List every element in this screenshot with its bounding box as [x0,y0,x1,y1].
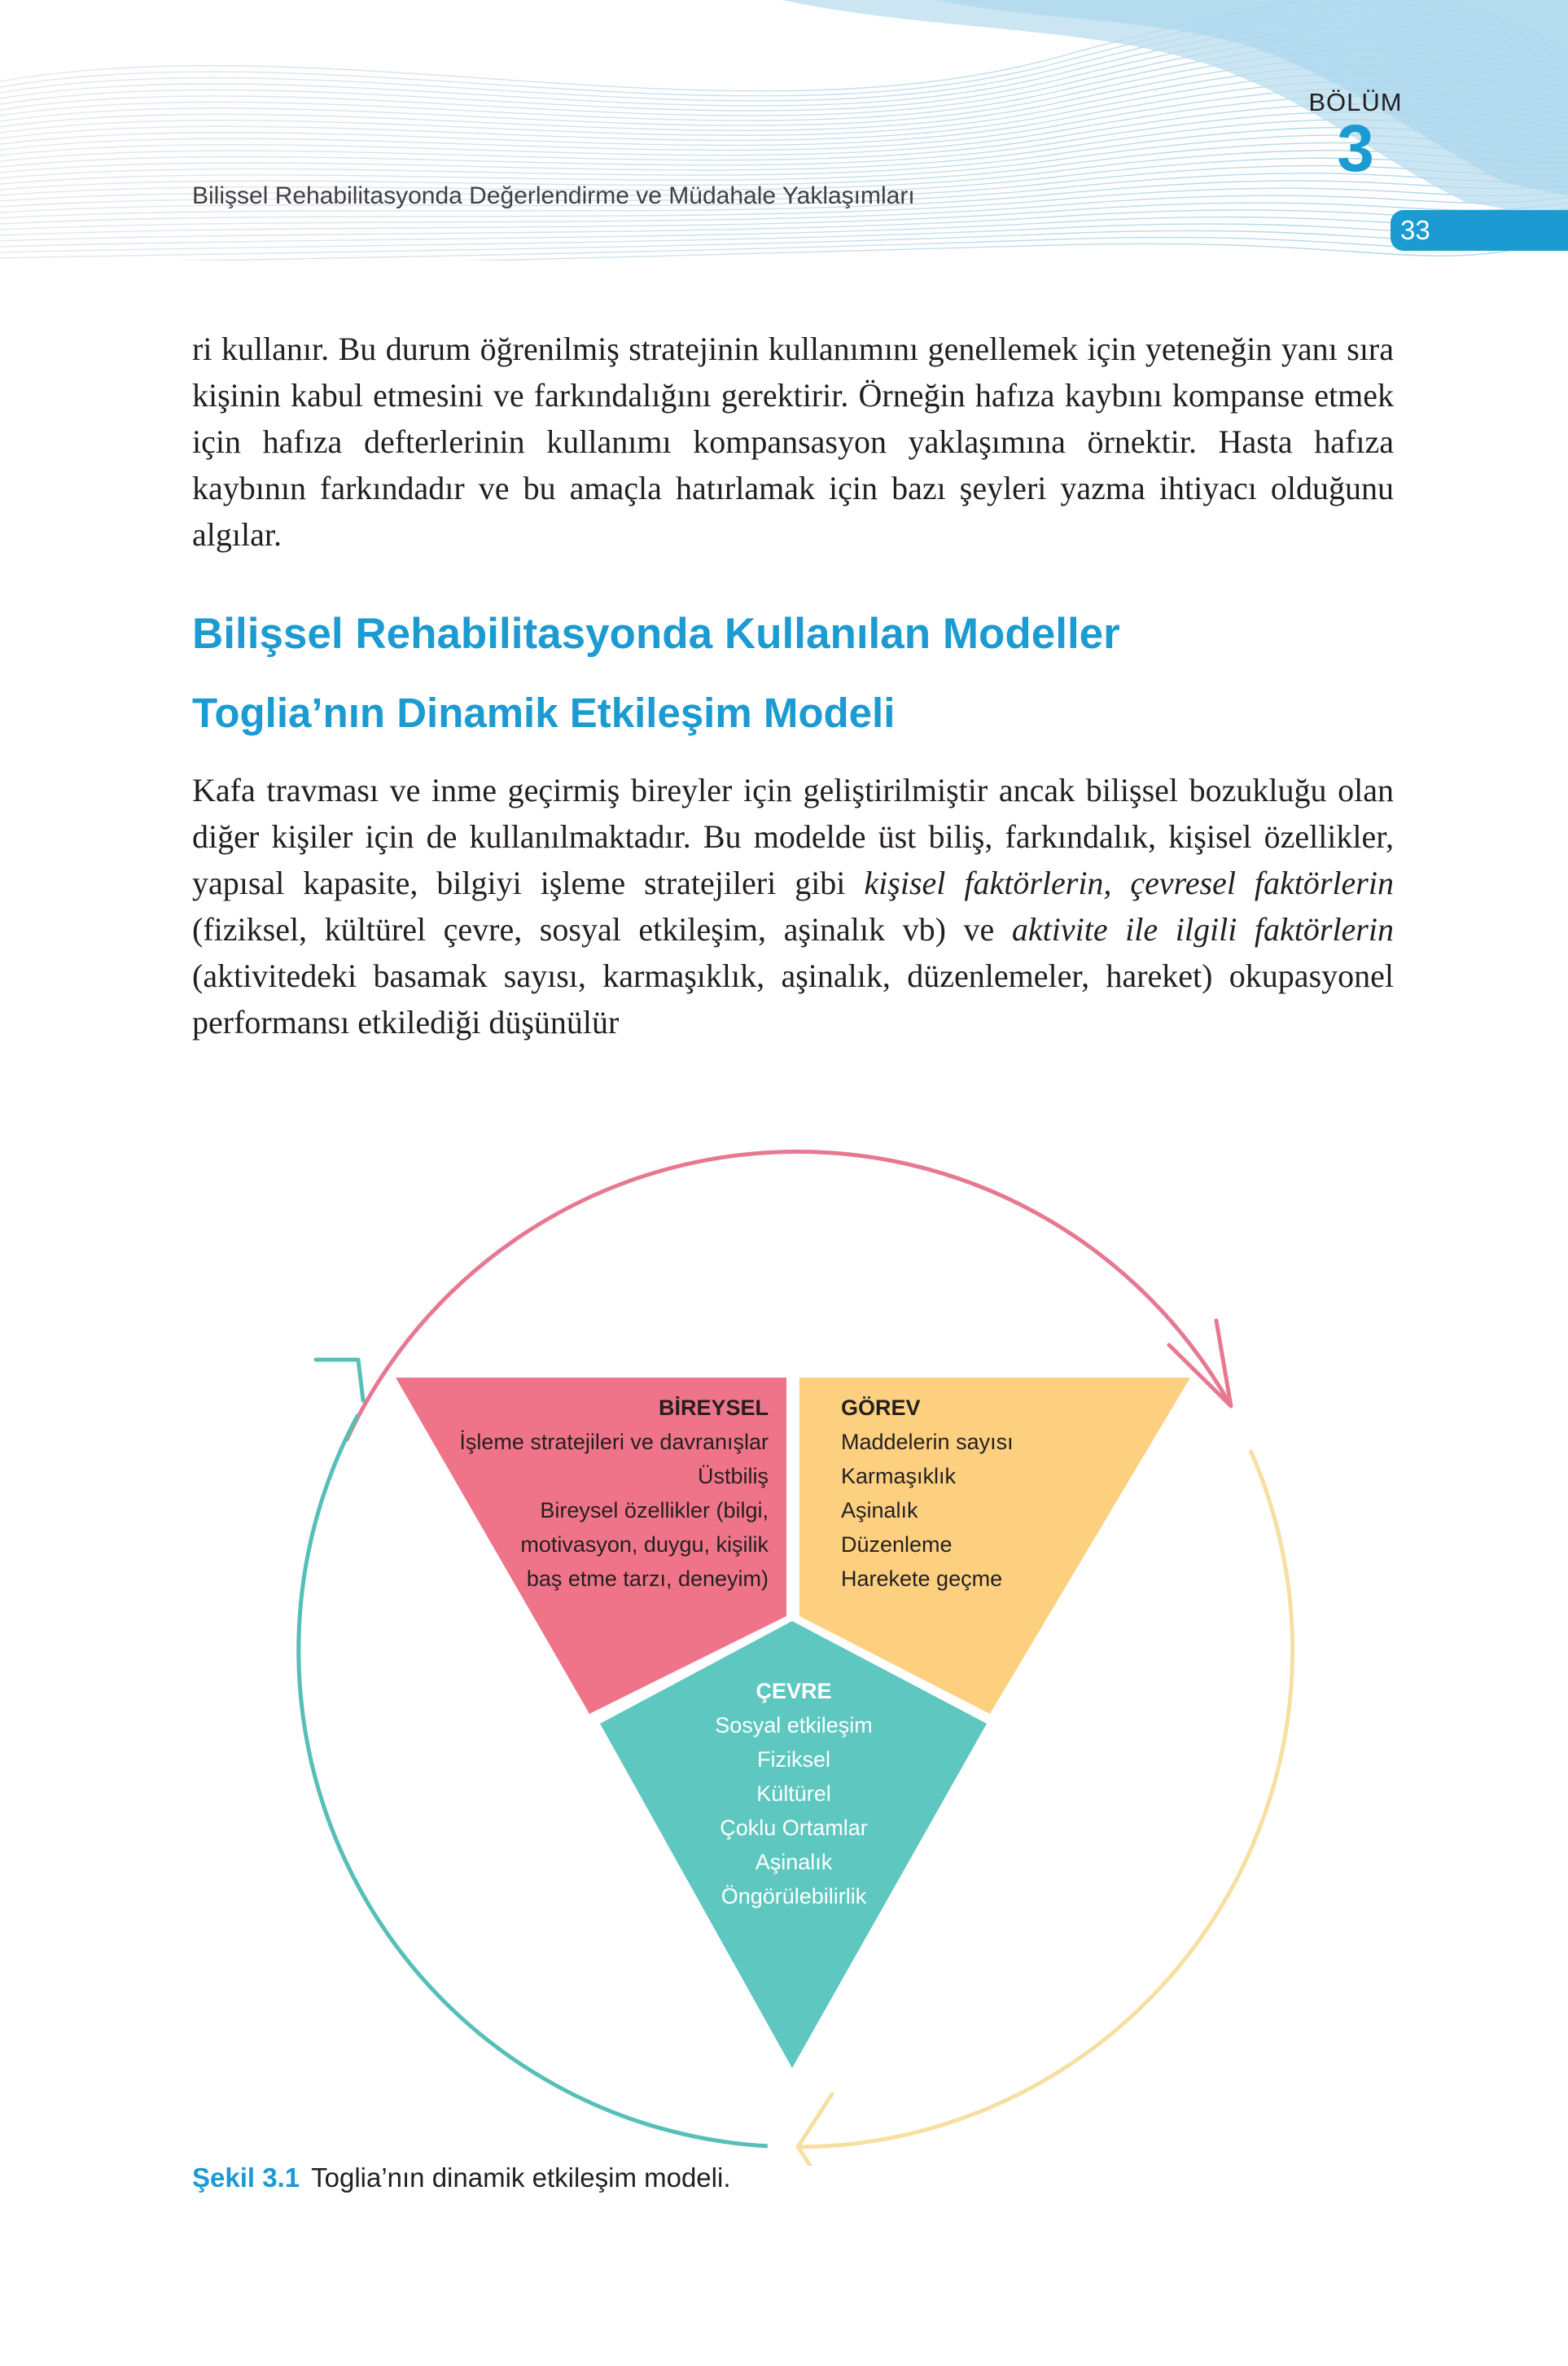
bireysel-item: Üstbiliş [697,1464,769,1488]
header-wave-line [0,180,1568,219]
cevre-item: Aşinalık [755,1850,833,1874]
cycle-arc-teal [296,1413,769,2149]
bireysel-item: motivasyon, duygu, kişilik [520,1532,769,1557]
cycle-arrowhead-yellow [795,2092,834,2166]
gorev-item: Düzenleme [841,1532,953,1557]
bireysel-text-block: BİREYSEL İşleme stratejileri ve davranış… [423,1391,769,1596]
gorev-item: Maddelerin sayısı [841,1430,1014,1454]
paragraph-text: (fiziksel, kültürel çevre, sosyal etkile… [192,911,1012,948]
cevre-title: ÇEVRE [756,1679,832,1703]
cevre-triangle [600,1621,987,2068]
cevre-item: Kültürel [756,1781,831,1806]
header-wave-line [0,195,1568,230]
cycle-arc-yellow [798,1449,1295,2149]
chapter-label: BÖLÜM [1308,88,1403,116]
cevre-item: Sosyal etkileşim [715,1713,873,1737]
figure-caption: Şekil 3.1 Toglia’nın dinamik etkileşim mo… [192,2162,731,2193]
subsection-heading: Toglia’nın Dinamik Etkileşim Modeli [192,690,896,736]
cycle-arrowhead-teal [313,1357,366,1403]
paragraph-text: (aktivitedeki basamak sayısı, karmaşıklı… [192,957,1394,1041]
emphasis-text: kişisel faktörlerin, çevresel faktörleri… [864,865,1394,901]
header-wave-decoration [0,0,1568,261]
dynamic-interaction-model-diagram [296,1150,1295,2166]
header-wave-line [0,187,1568,225]
body-paragraph-1: ri kullanır. Bu durum öğrenilmiş stratej… [192,331,1394,553]
cevre-item: Çoklu Ortamlar [720,1816,868,1840]
body-paragraph-2: Kafa travması ve inme geçirmiş bireyler … [192,767,1394,1045]
chapter-number: 3 [1337,112,1374,186]
bireysel-item: baş etme tarzı, deneyim) [526,1566,769,1591]
gorev-title: GÖREV [841,1396,921,1420]
bireysel-item: İşleme stratejileri ve davranışlar [459,1430,769,1454]
header-wave-line [0,213,1568,248]
gorev-text-block: GÖREV Maddelerin sayısı Karmaşıklık Aşin… [841,1391,1186,1596]
gorev-triangle [799,1378,1190,1714]
section-heading: Bilişsel Rehabilitasyonda Kullanılan Mod… [192,610,1120,658]
cevre-item: Öngörülebilirlik [720,1884,867,1908]
emphasis-text: aktivite ile ilgili faktörlerin [1011,911,1394,948]
header-wave-line [0,0,1568,92]
bireysel-triangle [396,1378,786,1714]
cycle-arc-pink [344,1150,1233,1442]
bireysel-title: BİREYSEL [658,1396,769,1420]
header-wave-line [460,236,1568,261]
gorev-item: Aşinalık [841,1498,918,1523]
header-wave-line [0,202,1568,236]
bireysel-item: Bireysel özellikler (bilgi, [540,1498,769,1523]
gorev-item: Karmaşıklık [841,1464,957,1488]
figure-caption-label: Şekil 3.1 [192,2162,300,2193]
cycle-arrowhead-pink [1167,1318,1233,1409]
running-header-title: Bilişsel Rehabilitasyonda Değerlendirme … [192,182,915,209]
cevre-item: Fiziksel [756,1747,830,1772]
gorev-item: Harekete geçme [841,1566,1003,1591]
figure-caption-text: Toglia’nın dinamik etkileşim modeli. [311,2162,731,2193]
paragraph-text: Kafa travması ve inme geçirmiş bireyler … [192,772,1394,901]
page-number: 33 [1400,215,1430,245]
cevre-text-block: ÇEVRE Sosyal etkileşim Fiziksel Kültürel… [651,1674,936,1913]
page-number-tab [1391,210,1568,251]
